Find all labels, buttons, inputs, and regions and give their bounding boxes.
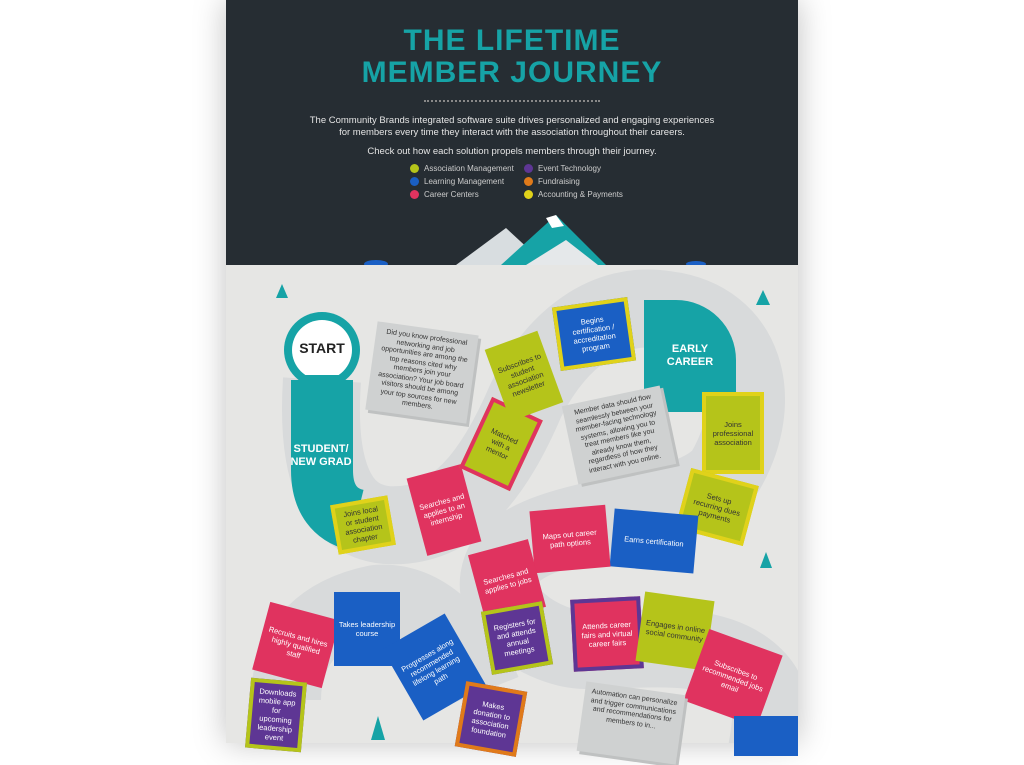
legend-item: Learning Management — [410, 175, 514, 188]
mountains-illustration — [364, 215, 706, 265]
legend-item: Fundraising — [524, 175, 623, 188]
journey-step-tile: Begins certification / accreditation pro… — [551, 297, 637, 371]
divider — [424, 100, 600, 102]
legend-item: Association Management — [410, 162, 514, 175]
header-section: THE LIFETIME MEMBER JOURNEY The Communit… — [226, 0, 798, 265]
journey-step-tile: Earns certification — [609, 508, 699, 574]
journey-step-tile: Maps out career path options — [529, 504, 611, 574]
intro-text: The Community Brands integrated software… — [309, 115, 715, 138]
journey-step-tile: Takes leadership course — [334, 592, 400, 666]
infographic-poster: THE LIFETIME MEMBER JOURNEY The Communit… — [226, 0, 798, 765]
journey-step-tile: Joins professional association — [702, 392, 764, 474]
legend-left: Association Management Learning Manageme… — [410, 162, 514, 201]
title-line-2: MEMBER JOURNEY — [361, 56, 663, 89]
info-note: Did you know professional networking and… — [365, 321, 479, 424]
legend-item: Event Technology — [524, 162, 623, 175]
journey-step-tile: Joins local or student association chapt… — [330, 495, 396, 555]
journey-step-tile — [734, 716, 798, 756]
legend-item: Career Centers — [410, 188, 514, 201]
title-line-1: THE LIFETIME — [403, 24, 621, 57]
info-note: Automation can personalize and trigger c… — [576, 681, 686, 765]
legend-item: Accounting & Payments — [524, 188, 623, 201]
start-label: START — [299, 340, 345, 356]
student-stage-label: STUDENT/ NEW GRAD — [290, 443, 352, 468]
journey-step-tile: Attends career fairs and virtual career … — [570, 596, 644, 672]
journey-step-tile: Downloads mobile app for upcoming leader… — [245, 677, 307, 753]
subintro-text: Check out how each solution propels memb… — [367, 146, 657, 157]
legend-right: Event Technology Fundraising Accounting … — [524, 162, 623, 201]
journey-step-tile: Makes donation to association foundation — [454, 681, 528, 757]
journey-step-tile: Registers for and attends annual meeting… — [480, 601, 554, 675]
